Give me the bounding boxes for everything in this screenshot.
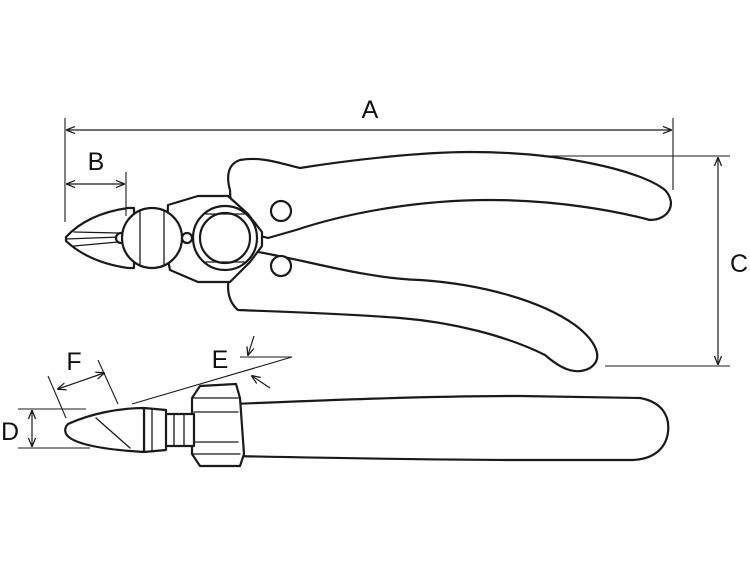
dim-F-line (58, 373, 104, 389)
lower-hole (269, 254, 293, 278)
upper-hole (269, 199, 293, 223)
side-jaw (64, 406, 146, 454)
side-pivot-block (190, 382, 246, 468)
side-grip (223, 394, 670, 462)
dim-F-ext-right (97, 359, 119, 405)
dim-F-label: F (66, 348, 81, 376)
side-head (142, 406, 168, 454)
dim-E-bevel-line (131, 356, 293, 405)
upper-handle (227, 150, 672, 240)
main-pivot-inner (198, 211, 252, 265)
pivot-boss (120, 206, 184, 270)
dim-C-label: C (730, 250, 748, 278)
lower-handle (226, 248, 599, 373)
dim-B-label: B (88, 148, 105, 176)
jaw-cutting-edge (65, 236, 121, 240)
dimension-annotations: A B C D F E (1, 96, 748, 449)
dim-F-ext-left (47, 375, 67, 419)
side-jaw-bevel (95, 417, 131, 449)
pliers-side-view (64, 382, 670, 468)
dim-E-label: E (212, 346, 229, 374)
side-neck-lines (173, 413, 185, 447)
jaw-edge-lines (73, 231, 119, 247)
dim-A-label: A (362, 96, 379, 124)
pivot-flats (205, 213, 245, 263)
pivot-boss-lines (139, 209, 165, 267)
boss-pin (180, 231, 194, 245)
dim-E-arrow-bottom (252, 376, 271, 389)
side-pivot-lines (191, 397, 241, 455)
dim-E-arrow-top (248, 335, 255, 355)
pliers-top-view (64, 150, 672, 373)
side-neck (162, 412, 196, 448)
dim-D-label: D (1, 418, 19, 446)
